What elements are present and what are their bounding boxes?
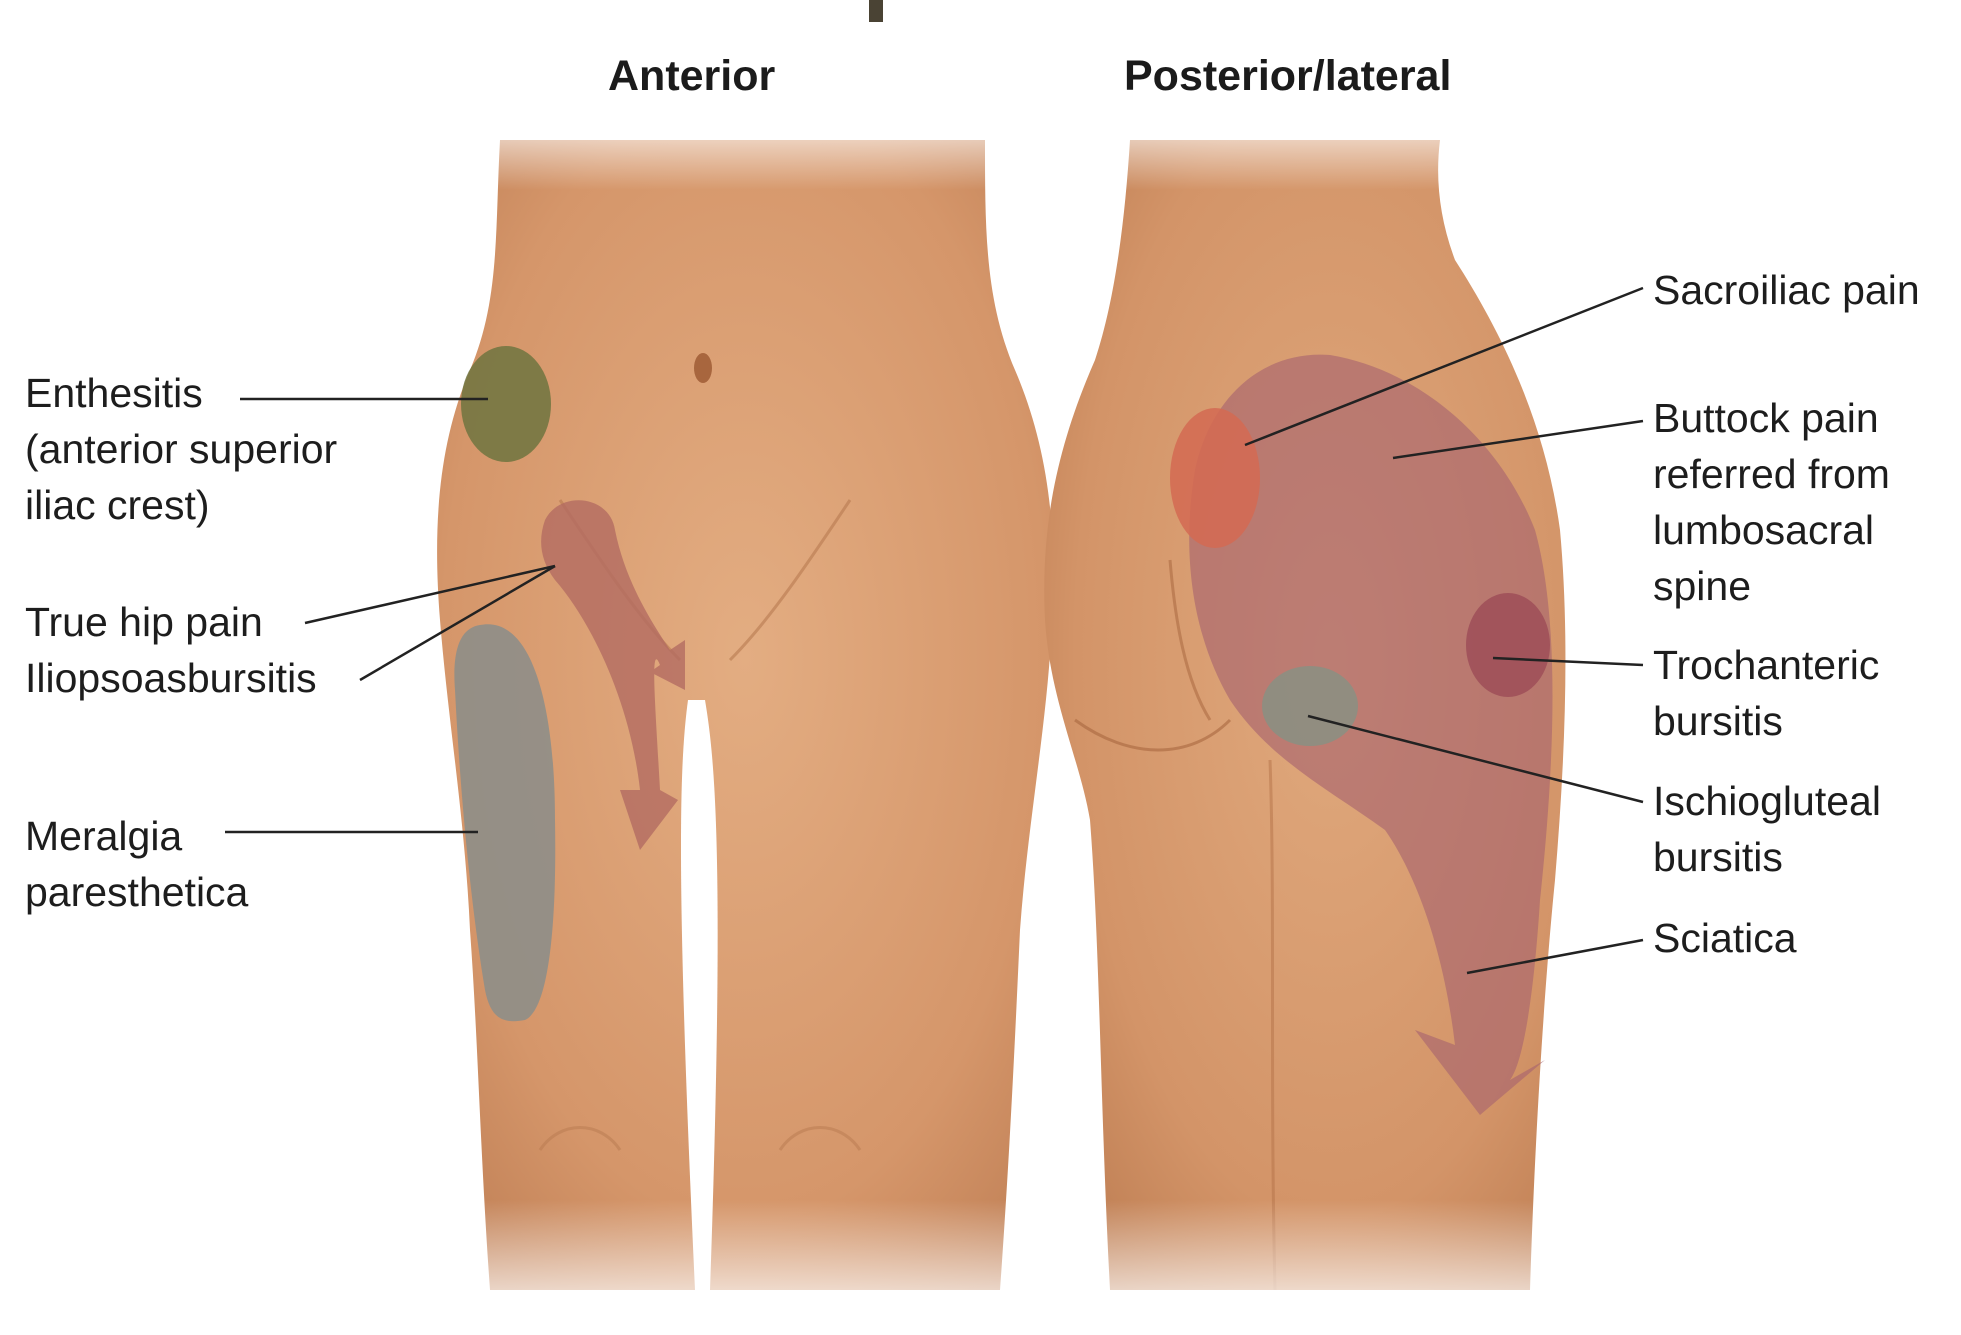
enthesitis-region: [461, 346, 551, 462]
ischiogluteal-line-2: bursitis: [1653, 829, 1881, 885]
meralgia-label: Meralgia paresthetica: [25, 808, 248, 920]
true-hip-pain-label: True hip pain: [25, 594, 263, 650]
enthesitis-line-3: iliac crest): [25, 477, 337, 533]
buttock-pain-label: Buttock pain referred from lumbosacral s…: [1653, 390, 1890, 614]
enthesitis-line-1: Enthesitis: [25, 365, 337, 421]
iliopsoas-label: Iliopsoasbursitis: [25, 650, 317, 706]
ischiogluteal-label: Ischiogluteal bursitis: [1653, 773, 1881, 885]
enthesitis-line-2: (anterior superior: [25, 421, 337, 477]
trochanteric-line-1: Trochanteric: [1653, 637, 1879, 693]
trochanteric-label: Trochanteric bursitis: [1653, 637, 1879, 749]
enthesitis-label: Enthesitis (anterior superior iliac cres…: [25, 365, 337, 533]
posterior-body: [1044, 140, 1565, 1290]
sacroiliac-label: Sacroiliac pain: [1653, 262, 1920, 318]
navel: [694, 353, 712, 383]
sciatica-label: Sciatica: [1653, 910, 1797, 966]
buttock-line-3: lumbosacral: [1653, 502, 1890, 558]
top-fade: [380, 100, 1610, 190]
anterior-body: [437, 140, 1053, 1290]
meralgia-line-2: paresthetica: [25, 864, 248, 920]
sacroiliac-region: [1170, 408, 1260, 548]
buttock-line-4: spine: [1653, 558, 1890, 614]
ischiogluteal-line-1: Ischiogluteal: [1653, 773, 1881, 829]
meralgia-line-1: Meralgia: [25, 808, 248, 864]
trochanteric-line-2: bursitis: [1653, 693, 1879, 749]
bottom-fade: [380, 1200, 1610, 1335]
trochanteric-region: [1466, 593, 1550, 697]
buttock-line-1: Buttock pain: [1653, 390, 1890, 446]
buttock-line-2: referred from: [1653, 446, 1890, 502]
ischiogluteal-region: [1262, 666, 1358, 746]
